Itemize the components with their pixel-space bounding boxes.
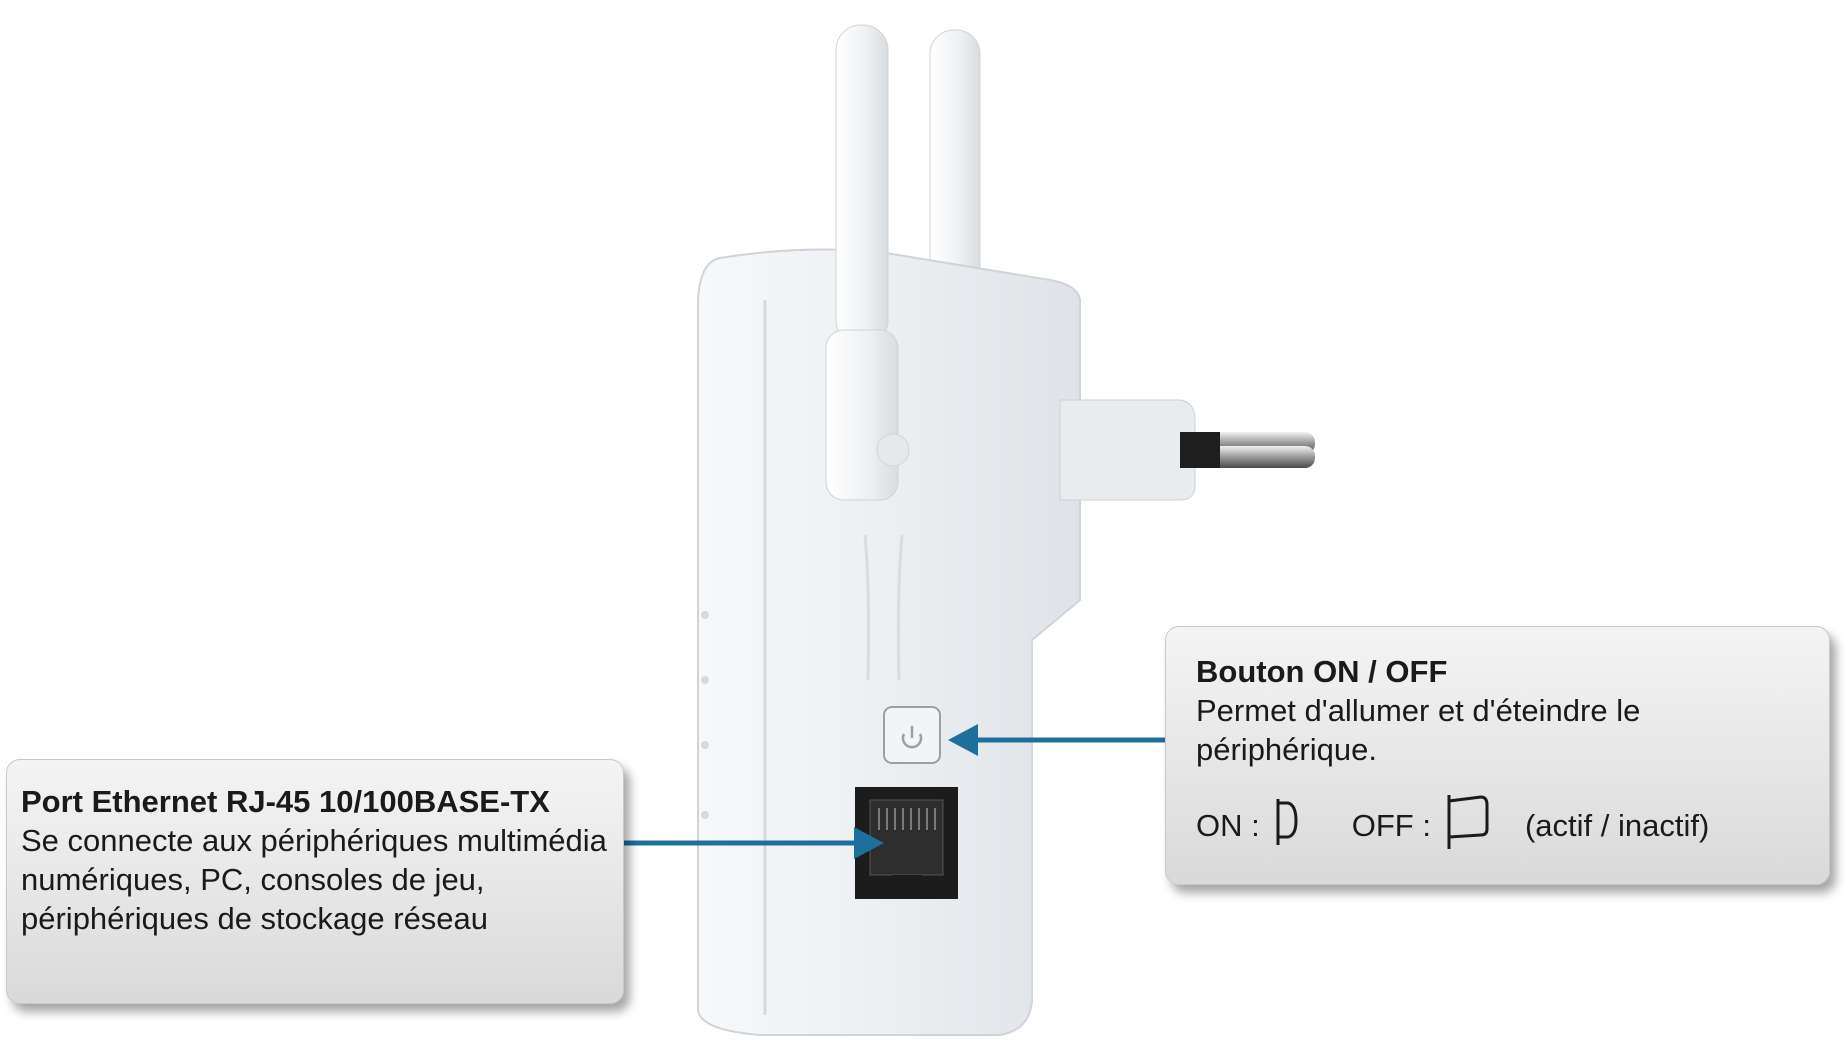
state-note: (actif / inactif) <box>1524 808 1710 843</box>
power-plug <box>1059 399 1315 501</box>
callout-ethernet-port: Port Ethernet RJ-45 10/100BASE-TX Se con… <box>6 759 624 1004</box>
switch-off-icon <box>1445 791 1491 861</box>
power-button[interactable] <box>883 706 941 764</box>
on-label: ON : <box>1196 808 1260 843</box>
antenna-rear <box>929 29 981 291</box>
callout-description: Permet d'allumer et d'éteindre le périph… <box>1196 693 1641 767</box>
device-body <box>697 248 1081 1036</box>
off-label: OFF : <box>1351 808 1431 843</box>
switch-states: ON : OFF : (actif / inactif) <box>1196 791 1799 861</box>
antenna-front <box>825 24 910 501</box>
arrow-to-ethernet-port <box>624 827 884 859</box>
switch-on-icon <box>1274 795 1300 857</box>
callout-description: Se connecte aux périphériques multimédia… <box>21 823 607 936</box>
callout-title: Bouton ON / OFF <box>1196 654 1448 689</box>
callout-power-button: Bouton ON / OFF Permet d'allumer et d'ét… <box>1165 626 1830 885</box>
arrow-to-power-button <box>948 724 1165 756</box>
power-icon <box>901 726 923 749</box>
callout-title: Port Ethernet RJ-45 10/100BASE-TX <box>21 784 550 819</box>
